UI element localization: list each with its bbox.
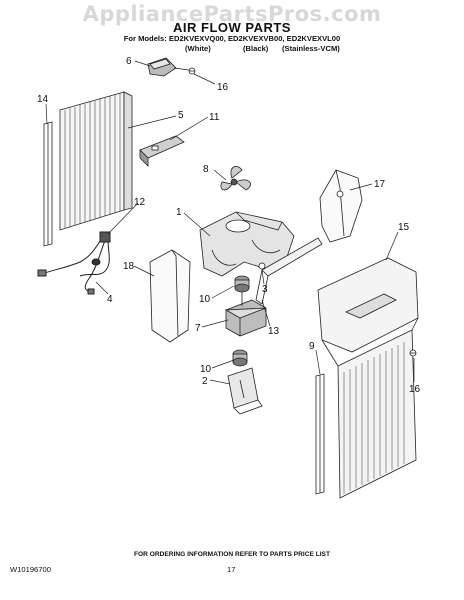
part-10-upper-grommet [234, 275, 250, 293]
callout-9: 9 [309, 341, 315, 352]
part-16-screw-top [173, 67, 196, 75]
part-9-seal-strip [315, 373, 325, 495]
part-3-clip [258, 262, 266, 270]
models-line: For Models: ED2KVEXVQ00, ED2KVEXVB00, ED… [123, 34, 341, 43]
part-10-lower-grommet [232, 349, 248, 367]
callout-16-top: 16 [217, 82, 229, 93]
callout-16-right: 16 [409, 384, 421, 395]
callout-6: 6 [126, 56, 132, 67]
ordering-info: FOR ORDERING INFORMATION REFER TO PARTS … [134, 551, 330, 558]
part-11-bracket [139, 135, 185, 167]
callout-11: 11 [209, 112, 220, 123]
page-title: AIR FLOW PARTS [173, 20, 291, 35]
callout-2: 2 [202, 376, 208, 387]
callout-15: 15 [398, 222, 410, 233]
leader-lines [45, 60, 415, 385]
callout-numbers: 6 16 14 5 11 8 17 12 1 15 18 3 4 10 7 13… [37, 56, 421, 395]
callout-17: 17 [374, 179, 386, 190]
watermark-text: AppliancePartsPros.com [82, 2, 382, 26]
part-5-grille-panel [59, 91, 133, 231]
callout-10-upper: 10 [199, 294, 211, 305]
callout-18: 18 [123, 261, 135, 272]
variant-label-white: (White) [185, 44, 211, 53]
callout-5: 5 [178, 110, 184, 121]
part-18-left-duct [149, 249, 191, 343]
callout-1: 1 [176, 207, 182, 218]
part-6-cap [147, 57, 177, 77]
part-8-fan-blade [220, 165, 251, 191]
page-number: 17 [227, 565, 236, 574]
part-13-plate [255, 237, 323, 305]
callout-12: 12 [134, 197, 146, 208]
callout-10-lower: 10 [200, 364, 212, 375]
variant-label-black: (Black) [243, 44, 269, 53]
callout-14: 14 [37, 94, 49, 105]
part-17-upper-duct [319, 169, 363, 243]
callout-4: 4 [107, 294, 113, 305]
variant-label-stainless: (Stainless-VCM) [282, 44, 340, 53]
part-7-fan-motor [224, 292, 267, 337]
part-2-motor-bracket [227, 367, 263, 415]
callout-8: 8 [203, 164, 209, 175]
part-14-seal-strip [43, 121, 53, 247]
part-15-right-panel [317, 257, 419, 499]
part-16-screw-right [409, 349, 417, 357]
document-number: W10196700 [10, 565, 51, 574]
callout-7: 7 [195, 323, 201, 334]
callout-13: 13 [268, 326, 280, 337]
part-12-wire-harness [37, 231, 111, 295]
callout-3: 3 [262, 284, 268, 295]
